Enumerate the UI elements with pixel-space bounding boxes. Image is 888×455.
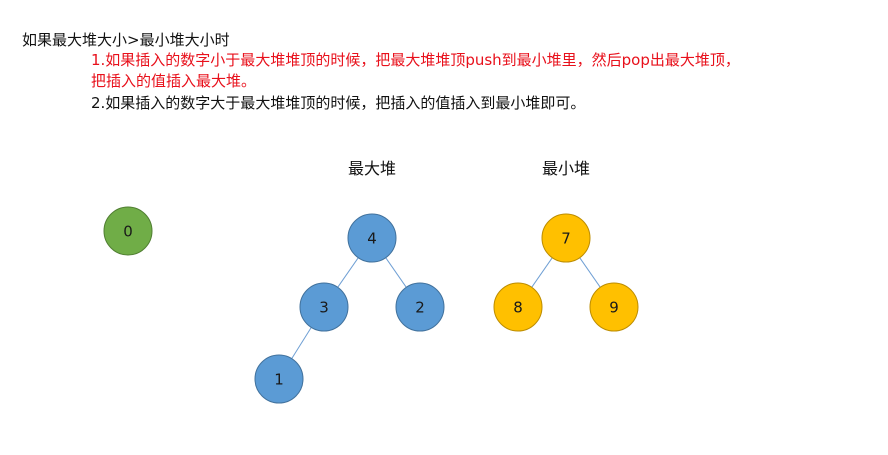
max-heap-node-circle — [254, 354, 304, 404]
max-heap-node-label: 3 — [319, 299, 329, 317]
min-heap-edge — [579, 257, 601, 288]
rule-2: 2.如果插入的数字大于最大堆堆顶的时候，把插入的值插入到最小堆即可。 — [91, 94, 586, 112]
new-node: 0 — [103, 206, 153, 256]
max-heap-title: 最大堆 — [348, 159, 397, 178]
new-node-circle — [103, 206, 153, 256]
max-heap-node-circle — [347, 213, 397, 263]
min-heap-node: 9 — [589, 282, 639, 332]
max-heap-node-label: 1 — [274, 371, 284, 389]
new-node-label: 0 — [123, 223, 133, 241]
max-heap-node-circle — [395, 282, 445, 332]
max-heap-edge — [291, 327, 312, 359]
max-heap-node: 3 — [299, 282, 349, 332]
min-heap-node-circle — [541, 213, 591, 263]
min-heap-node-label: 8 — [513, 299, 523, 317]
max-heap-edge — [385, 257, 407, 288]
max-heap-node: 1 — [254, 354, 304, 404]
max-heap-edge — [337, 257, 359, 288]
max-heap-node: 4 — [347, 213, 397, 263]
max-heap-node: 2 — [395, 282, 445, 332]
min-heap-node: 8 — [493, 282, 543, 332]
min-heap-edge — [531, 257, 553, 288]
min-heap-title: 最小堆 — [542, 159, 591, 178]
max-heap-node-circle — [299, 282, 349, 332]
min-heap-node-label: 9 — [609, 299, 619, 317]
max-heap-node-label: 2 — [415, 299, 425, 317]
max-heap-node-label: 4 — [367, 230, 377, 248]
min-heap-node: 7 — [541, 213, 591, 263]
min-heap-node-label: 7 — [561, 230, 571, 248]
heading: 如果最大堆大小>最小堆大小时 — [22, 31, 230, 49]
min-heap-node-circle — [493, 282, 543, 332]
min-heap-node-circle — [589, 282, 639, 332]
rule-1-line-1: 1.如果插入的数字小于最大堆堆顶的时候，把最大堆堆顶push到最小堆里，然后po… — [91, 51, 740, 69]
rule-1-line-2: 把插入的值插入最大堆。 — [91, 72, 257, 90]
